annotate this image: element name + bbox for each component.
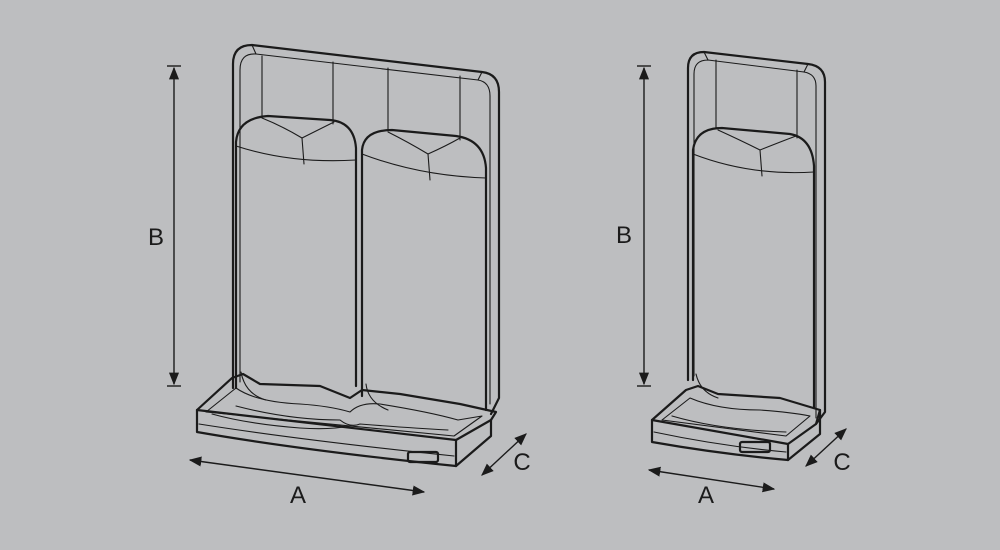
double-stand-dim-c: C bbox=[481, 433, 531, 476]
single-stand-label-c: C bbox=[833, 449, 850, 476]
right-bottle-cradle bbox=[360, 128, 488, 412]
double-stand-dim-a: A bbox=[188, 456, 426, 509]
single-stand-dim-c: C bbox=[805, 428, 851, 476]
double-stand-label-c: C bbox=[513, 449, 530, 476]
single-stand-back-panel bbox=[686, 50, 827, 426]
double-stand-label-b: B bbox=[148, 224, 164, 251]
single-stand-dim-b: B bbox=[616, 65, 651, 387]
double-stand-back-panel-inner bbox=[239, 53, 491, 405]
left-bottle-cradle bbox=[234, 114, 358, 401]
single-stand-base-tray bbox=[650, 384, 822, 462]
single-stand bbox=[650, 50, 827, 462]
double-stand-dim-b: B bbox=[148, 65, 181, 387]
double-stand-base-tray bbox=[195, 372, 498, 468]
double-stand-back-panel bbox=[231, 43, 501, 416]
double-stand bbox=[195, 43, 501, 468]
single-stand-label-a: A bbox=[698, 482, 714, 509]
single-bottle-cradle bbox=[691, 126, 816, 410]
single-stand-label-b: B bbox=[616, 222, 632, 249]
single-stand-label-slot bbox=[738, 440, 772, 454]
double-stand-label-a: A bbox=[290, 482, 306, 509]
single-stand-dim-a: A bbox=[647, 466, 776, 509]
